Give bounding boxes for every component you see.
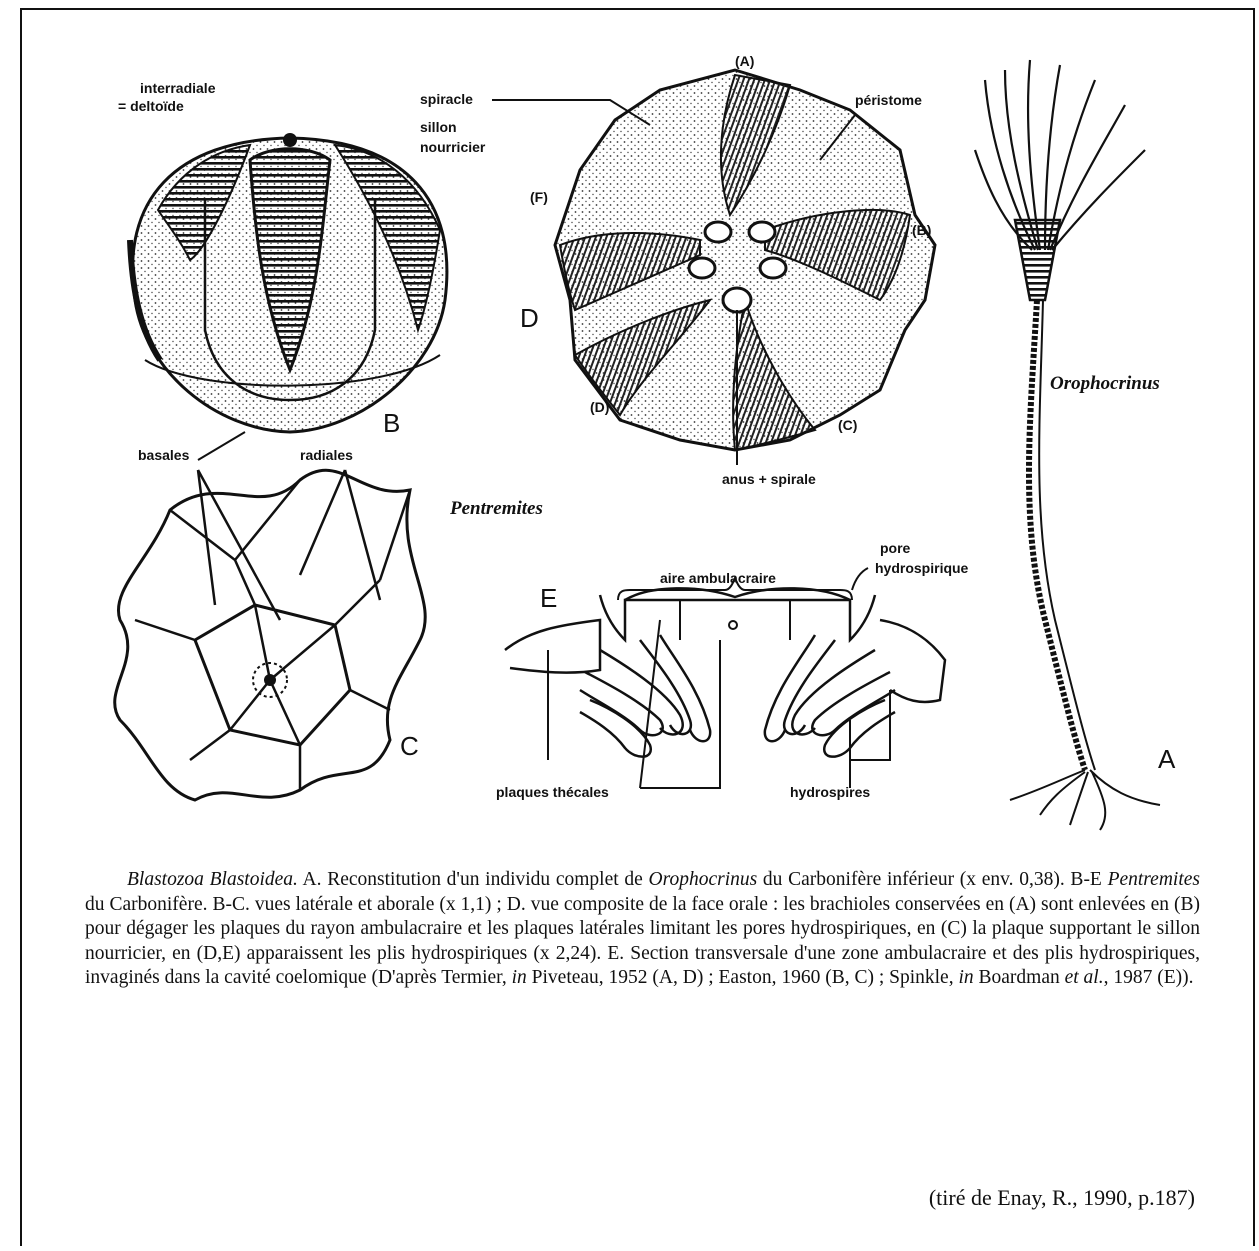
source-credit: (tiré de Enay, R., 1990, p.187)	[929, 1185, 1195, 1211]
panel-e-drawing	[505, 568, 945, 788]
panel-c-drawing	[115, 432, 426, 800]
caption-part-4: Piveteau, 1952 (A, D) ; Easton, 1960 (B,…	[527, 967, 959, 988]
label-hydrospires: hydrospires	[790, 784, 870, 800]
label-spiracle: spiracle	[420, 91, 473, 107]
label-ray-d: (D)	[590, 399, 609, 415]
panel-a-drawing	[975, 60, 1160, 830]
label-panel-a: A	[1158, 744, 1176, 774]
label-radiales: radiales	[300, 447, 353, 463]
caption-taxon: Blastozoa Blastoidea.	[127, 869, 298, 890]
label-panel-e: E	[540, 583, 557, 613]
label-interradiale: interradiale	[140, 80, 216, 96]
panel-b-drawing	[130, 133, 447, 432]
label-panel-c: C	[400, 731, 419, 761]
caption-genus-1: Orophocrinus	[649, 869, 758, 890]
caption-part-1: A. Reconstitution d'un individu complet …	[298, 869, 649, 890]
label-deltoide: = deltoïde	[118, 98, 184, 114]
label-pentremites: Pentremites	[449, 498, 543, 519]
caption-part-6: , 1987 (E)).	[1104, 967, 1194, 988]
label-anus-spirale: anus + spirale	[722, 471, 816, 487]
caption-et-al: et al.	[1065, 967, 1104, 988]
label-plaques-thecales: plaques thécales	[496, 784, 609, 800]
label-hydrospirique: hydrospirique	[875, 560, 969, 576]
label-basales: basales	[138, 447, 190, 463]
label-peristome: péristome	[855, 92, 922, 108]
label-ray-a: (A)	[735, 53, 754, 69]
label-orophocrinus: Orophocrinus	[1050, 373, 1160, 394]
caption-in-2: in	[958, 967, 973, 988]
label-sillon: sillon	[420, 119, 457, 135]
caption-part-5: Boardman	[974, 967, 1065, 988]
label-panel-d: D	[520, 303, 539, 333]
label-pore: pore	[880, 540, 911, 556]
label-aire-ambulacraire: aire ambulacraire	[660, 570, 776, 586]
label-panel-b: B	[383, 408, 400, 438]
panel-d-drawing	[492, 70, 935, 465]
label-ray-f: (F)	[530, 189, 548, 205]
caption-genus-2: Pentremites	[1108, 869, 1200, 890]
figure-caption: Blastozoa Blastoidea. A. Reconstitution …	[85, 868, 1200, 991]
caption-part-2: du Carbonifère inférieur (x env. 0,38). …	[757, 869, 1107, 890]
label-nourricier: nourricier	[420, 139, 486, 155]
label-ray-b: (B)	[912, 222, 931, 238]
label-ray-c: (C)	[838, 417, 857, 433]
caption-in-1: in	[512, 967, 527, 988]
blastoid-figure: interradiale = deltoïde spiracle sillon …	[0, 0, 1259, 860]
